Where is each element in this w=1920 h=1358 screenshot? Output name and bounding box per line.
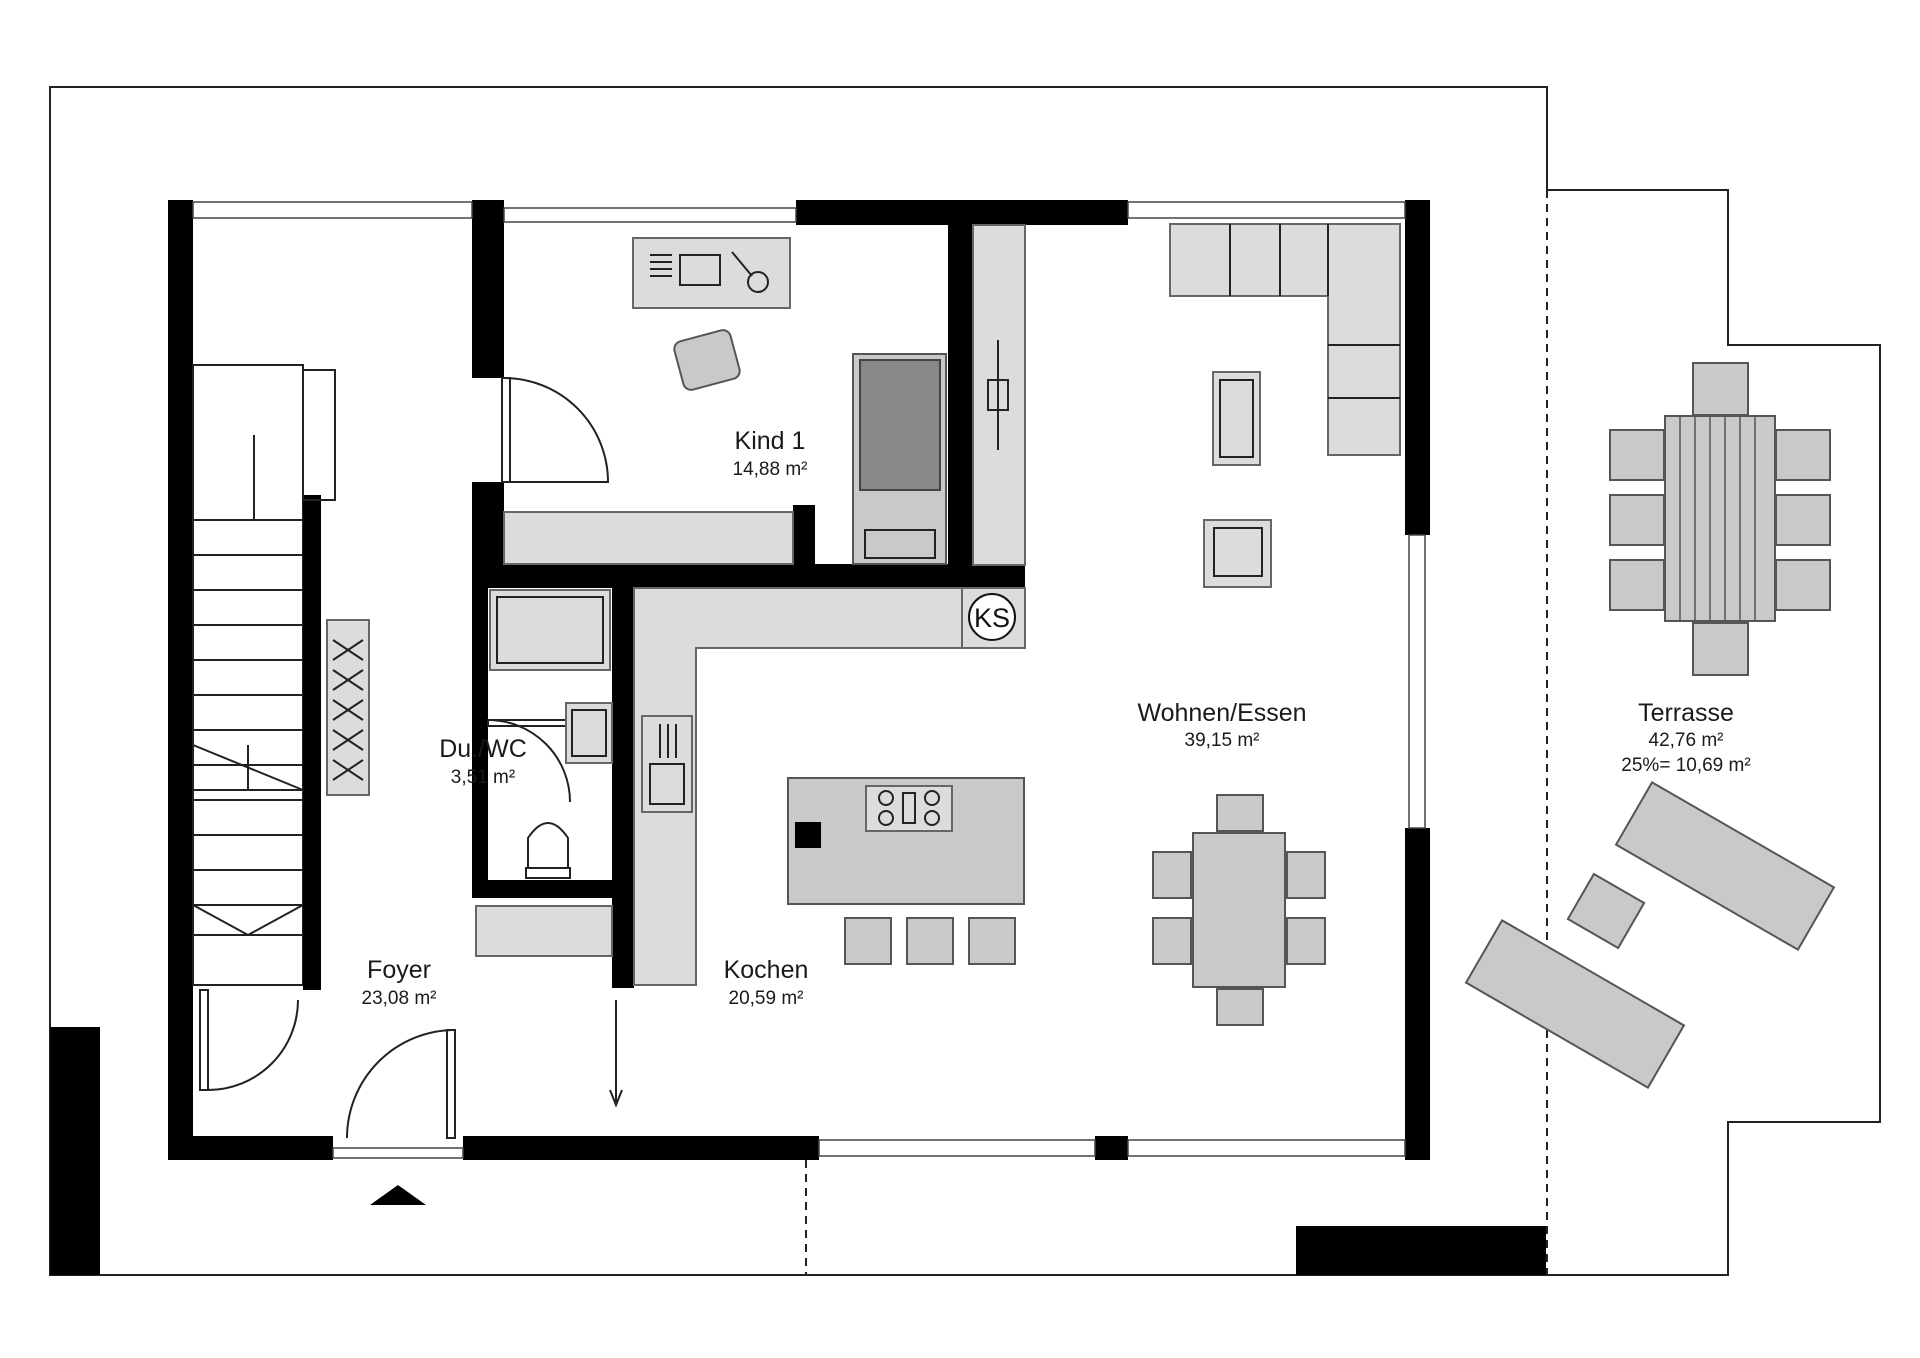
wardrobe (503, 511, 794, 565)
terrace-chair (1692, 362, 1749, 416)
ks-label: KS (974, 603, 1010, 633)
room-labels: Kind 1 14,88 m² Wohnen/Essen 39,15 m² Te… (362, 427, 1751, 1009)
sofa (1169, 223, 1401, 456)
living-furniture (1152, 223, 1401, 1026)
room-area-kind1: 14,88 m² (733, 459, 808, 480)
dining-table (1192, 832, 1286, 988)
room-area-terrasse: 42,76 m² (1649, 730, 1724, 751)
room-name-wohnen: Wohnen/Essen (1137, 699, 1306, 727)
outer-wall-block-bottom (1296, 1226, 1546, 1275)
cooktop-icon (865, 785, 953, 832)
terrace-chair (1692, 622, 1749, 676)
sun-lounger (1464, 918, 1686, 1090)
toilet-icon (525, 822, 571, 879)
foyer-side-door[interactable] (199, 989, 299, 1091)
bar-stool (968, 917, 1016, 965)
dining-chair (1152, 917, 1192, 965)
shower-tray (489, 589, 611, 671)
room-name-terrasse: Terrasse (1638, 699, 1734, 727)
room-area-kochen: 20,59 m² (729, 988, 804, 1009)
plot-outline (49, 86, 1881, 1276)
room-name-foyer: Foyer (367, 956, 431, 984)
sink-icon (641, 715, 693, 813)
desk-chair (673, 329, 741, 391)
room-area-wohnen: 39,15 m² (1185, 730, 1260, 751)
bar-stool (906, 917, 954, 965)
wash-basin (565, 702, 613, 764)
room-area-reduced-terrasse: 25%= 10,69 m² (1621, 755, 1750, 776)
room-area-duwc: 3,51 m² (451, 767, 515, 788)
terrace-chair (1775, 494, 1831, 546)
dining-chair (1216, 988, 1264, 1026)
monitor (679, 254, 721, 286)
bar-stool (844, 917, 892, 965)
island-socket (795, 822, 821, 848)
room-name-kind1: Kind 1 (735, 427, 806, 455)
exterior-walls (168, 200, 1430, 1160)
dining-chair (1216, 794, 1264, 832)
room-area-foyer: 23,08 m² (362, 988, 437, 1009)
kitchen (609, 587, 1025, 1108)
staircase (192, 364, 370, 990)
room-name-duwc: Du./WC (439, 735, 527, 763)
terrace-table (1664, 415, 1776, 622)
dining-chair (1286, 917, 1326, 965)
outer-wall-block-left (50, 1027, 100, 1275)
entrance-door[interactable] (346, 1029, 456, 1139)
terrace-chair (1609, 559, 1665, 611)
terrace-chair (1775, 559, 1831, 611)
room-name-kochen: Kochen (724, 956, 809, 984)
terrace-chair (1609, 494, 1665, 546)
kitchen-counter (633, 587, 963, 986)
bath-shelf (475, 905, 613, 957)
dining-chair (1286, 851, 1326, 899)
sun-lounger (1614, 780, 1836, 952)
terrace-chair (1609, 429, 1665, 481)
coat-rack (326, 619, 370, 796)
bathroom-fixtures (475, 589, 613, 957)
kind1-furniture (503, 224, 1026, 566)
interior-walls (472, 200, 1025, 988)
lamp-icon (747, 271, 769, 293)
kind1-door[interactable] (501, 377, 610, 483)
ks-marker: KS (961, 587, 1026, 649)
side-table (1566, 872, 1646, 950)
terrace-chair (1775, 429, 1831, 481)
desk (632, 237, 791, 309)
terrace-furniture (1464, 362, 1836, 1090)
entrance-arrow-icon (370, 1185, 426, 1205)
dining-chair (1152, 851, 1192, 899)
